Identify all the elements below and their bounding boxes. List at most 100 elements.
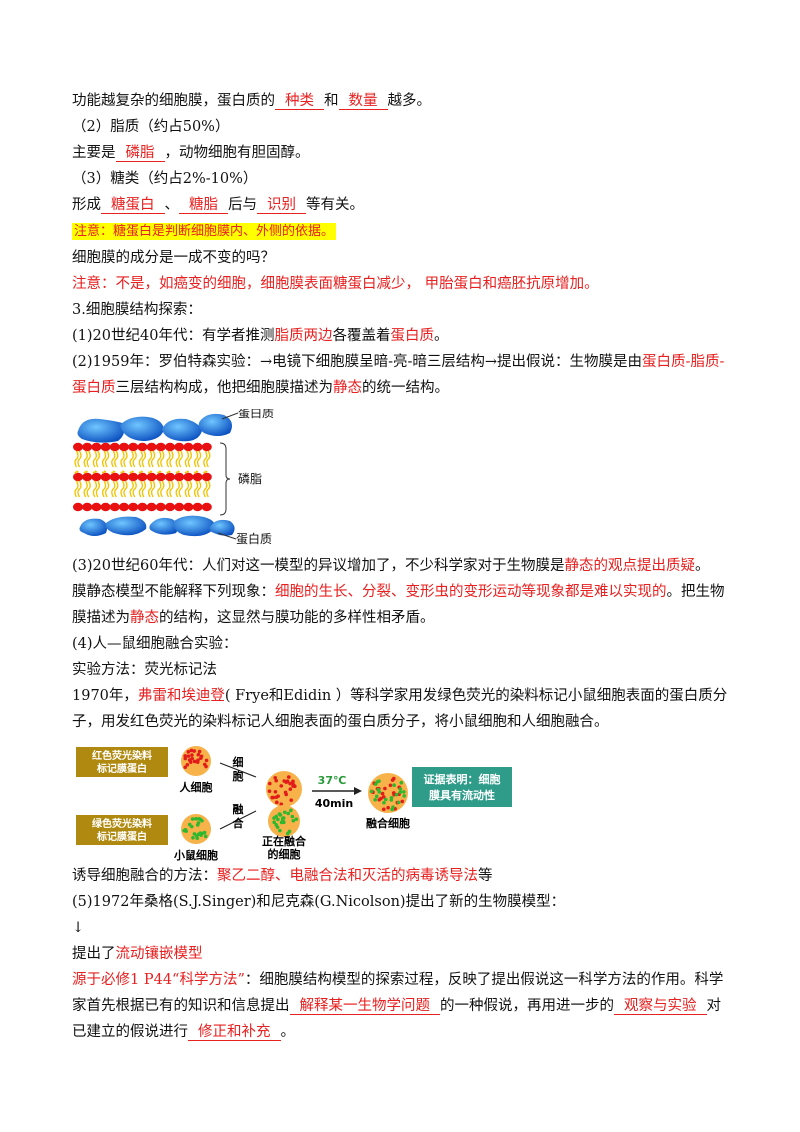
phospholipid-head — [73, 472, 83, 482]
fused-cell — [368, 773, 408, 813]
text: 1970年， — [72, 688, 138, 704]
fluorescent-dot — [202, 830, 207, 835]
text-line: 功能越复杂的细胞膜，蛋白质的种类和数量越多。 — [72, 88, 732, 114]
fatty-acid-tail — [77, 450, 82, 468]
fatty-acid-tail — [141, 480, 147, 498]
fluorescent-dot — [183, 756, 188, 761]
label-human-cell: 人细胞 — [180, 780, 213, 794]
fluorescent-dot — [286, 811, 291, 816]
fluorescent-dot — [190, 817, 195, 821]
fluorescent-dot — [189, 760, 193, 764]
top-protein-layer — [77, 413, 232, 443]
fluorescent-dot — [186, 750, 191, 754]
phospholipid-head — [192, 502, 203, 512]
phospholipid-head — [73, 442, 83, 452]
fluorescent-dot — [402, 794, 407, 798]
answer-blank: 解释某一生物学问题 — [289, 998, 440, 1015]
phospholipid-head — [100, 472, 111, 482]
fatty-acid-tail — [184, 450, 190, 468]
text: 、 — [164, 197, 180, 213]
fatty-acid-tail — [166, 470, 171, 474]
text: 对已建立的假说进行 — [72, 998, 721, 1040]
key-term: 细胞的生长、分裂、变形虫的变形运动等现象都是难以实现的 — [275, 584, 667, 600]
phospholipid-head — [165, 502, 175, 512]
answer-blank: 数量 — [338, 93, 388, 110]
evidence-line1: 证据表明：细胞 — [424, 772, 501, 786]
fatty-acid-tail — [157, 480, 162, 498]
fluorescent-dot — [279, 802, 284, 806]
fluorescent-dot — [267, 789, 272, 793]
fluorescent-dot — [183, 765, 187, 770]
fluorescent-dot — [194, 817, 198, 821]
fatty-acid-tail — [193, 450, 199, 468]
fusing-cell-top — [266, 771, 302, 807]
fatty-acid-tail — [101, 480, 107, 498]
text-line: 实验方法：荧光标记法 — [72, 662, 217, 678]
phospholipid-head — [183, 502, 194, 512]
fatty-acid-tail — [120, 450, 125, 468]
text: 。把生物膜描述为 — [72, 584, 725, 626]
fluorescent-dot — [196, 758, 200, 762]
fatty-acid-tail — [138, 480, 144, 498]
fluorescent-dot — [377, 797, 382, 802]
text: ( Frye和Edidin ）等科学家用发绿色荧光的染料标记小鼠细胞表面的蛋白质… — [72, 688, 728, 730]
text: 诱导细胞融合的方法： — [72, 868, 217, 884]
phospholipid-head — [82, 502, 93, 512]
fluorescent-dot — [377, 779, 381, 783]
fluorescent-dot — [289, 808, 293, 813]
fluorescent-dot — [390, 778, 395, 782]
fluorescent-dot — [278, 813, 283, 817]
fluorescent-dot — [204, 758, 209, 763]
label-fuse-2: 胞 — [233, 769, 244, 783]
fatty-acid-tail — [147, 450, 153, 468]
fatty-acid-tail — [193, 470, 199, 474]
bottom-protein-layer — [79, 515, 235, 537]
phospholipid-head — [100, 502, 111, 512]
label-protein-top: 蛋白质 — [238, 409, 274, 420]
fatty-acid-tail — [196, 480, 202, 498]
fluorescent-dot — [398, 790, 403, 794]
phospholipid-head — [137, 442, 148, 452]
fluorescent-dot — [288, 787, 293, 791]
label-fusing-2: 的细胞 — [268, 847, 301, 861]
key-term: 蛋白质 — [390, 328, 434, 344]
fatty-acid-tail — [83, 450, 88, 468]
fatty-acid-tail — [132, 450, 137, 468]
phospholipid-head — [201, 502, 212, 512]
fatty-acid-tail — [129, 480, 134, 498]
fatty-acid-tail — [83, 470, 88, 474]
fatty-acid-tail — [141, 450, 147, 468]
label-fusing-1: 正在融合 — [262, 834, 307, 848]
fatty-acid-tail — [74, 480, 79, 498]
text: 三层结构构成，他把细胞膜描述为 — [115, 380, 334, 396]
phospholipid-head — [137, 472, 148, 482]
phospholipid-head — [155, 472, 166, 482]
section-heading: (4)人—鼠细胞融合实验： — [72, 636, 238, 652]
green-label-box: 绿色荧光染料 标记膜蛋白 — [76, 815, 168, 845]
fluorescent-dot — [196, 752, 201, 757]
fatty-acid-tail — [104, 450, 110, 468]
fluorescent-dot — [382, 800, 386, 805]
text: 膜静态模型不能解释下列现象： — [72, 584, 275, 600]
answer-blank: 磷脂 — [115, 145, 165, 162]
phospholipid-head — [183, 442, 194, 452]
text: 越多。 — [387, 93, 432, 109]
fatty-acid-tail — [95, 480, 101, 498]
fluorescent-dot — [197, 817, 201, 821]
fluorescent-dot — [274, 800, 279, 805]
paragraph: 膜静态模型不能解释下列现象：细胞的生长、分裂、变形虫的变形运动等现象都是难以实现… — [72, 579, 732, 631]
fluorescent-dot — [200, 818, 204, 823]
phospholipid-head — [174, 442, 185, 452]
phospholipid-head — [109, 442, 120, 452]
fluorescent-dot — [283, 790, 288, 795]
label-fuse-3: 融 — [233, 802, 244, 816]
fluorescent-dot — [191, 835, 195, 840]
fatty-acid-tail — [123, 480, 128, 498]
fluorescent-dot — [377, 790, 382, 794]
text-line: 主要是磷脂，动物细胞有胆固醇。 — [72, 140, 732, 166]
phospholipid-head — [91, 472, 102, 482]
phospholipid-head — [201, 442, 212, 452]
fatty-acid-tail — [175, 480, 180, 498]
fatty-acid-tail — [178, 480, 183, 498]
text: (1)20世纪40年代：有学者推测 — [72, 328, 275, 344]
